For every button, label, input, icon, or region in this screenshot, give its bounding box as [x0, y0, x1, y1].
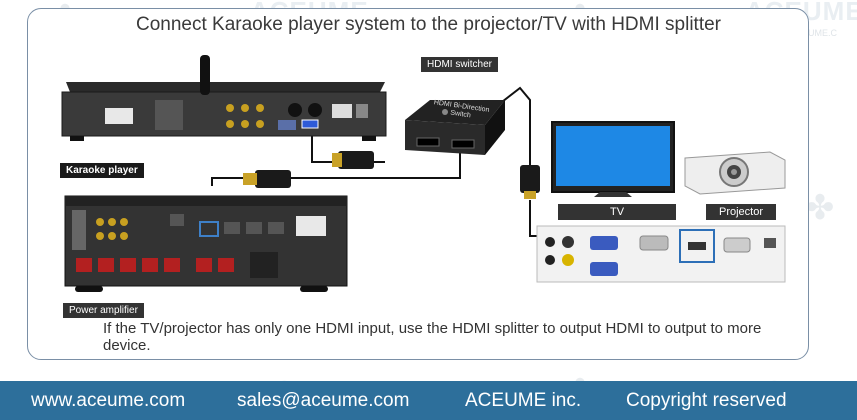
hdmi-switch-device — [405, 100, 505, 155]
footer-rights: Copyright reserved — [626, 390, 787, 411]
page-title: Connect Karaoke player system to the pro… — [135, 14, 721, 35]
hdmi-plug-icon — [332, 151, 374, 169]
footer-company: ACEUME inc. — [465, 390, 582, 411]
karaoke-player-label: Karaoke player — [60, 163, 144, 178]
cable-switch-to-tv — [497, 86, 531, 180]
projector-device — [684, 151, 786, 195]
diagram-frame — [27, 8, 809, 360]
input-panel — [536, 225, 786, 283]
footer-bar: www.aceume.com sales@aceume.com ACEUME i… — [0, 381, 857, 420]
tv-label: TV — [558, 204, 676, 220]
footer-email[interactable]: sales@aceume.com — [237, 390, 410, 411]
hdmi-switcher-label: HDMI switcher — [421, 57, 499, 72]
watermark-logo-icon: ✤ — [805, 189, 835, 227]
power-amplifier-label: Power amplifier — [63, 303, 144, 318]
tv-device — [551, 121, 675, 197]
antenna-icon — [200, 55, 210, 95]
cable-switch-to-amplifier — [211, 145, 461, 186]
hdmi-plug-icon — [520, 165, 540, 199]
projector-label: Projector — [706, 204, 776, 220]
instruction-note: If the TV/projector has only one HDMI in… — [103, 320, 762, 354]
karaoke-player-device — [61, 55, 387, 141]
power-amplifier-device — [64, 195, 348, 292]
hdmi-plug-icon — [243, 170, 291, 188]
footer-website[interactable]: www.aceume.com — [31, 390, 186, 411]
